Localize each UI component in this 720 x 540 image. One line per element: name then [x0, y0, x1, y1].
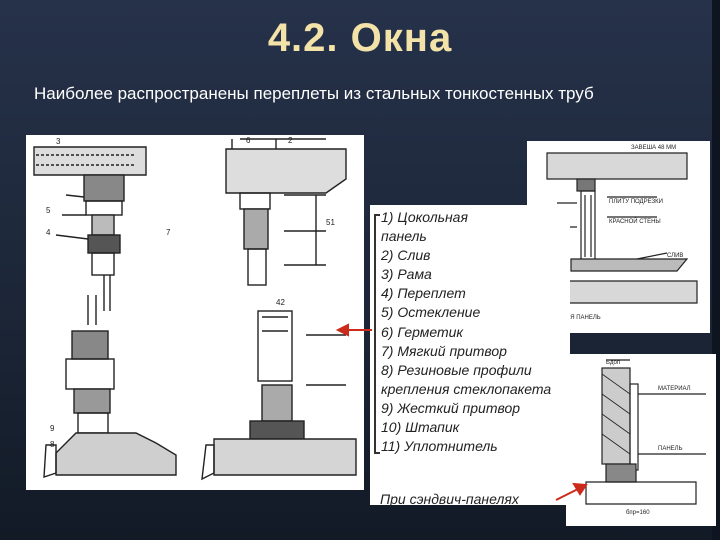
- legend-item: 10) Штапик: [381, 419, 460, 436]
- arrow-right-head: [572, 482, 588, 496]
- legend-item: 8) Резиновые профили: [381, 361, 532, 378]
- legend-list: 1) Цокольная панель 2) Слив 3) Рама 4) П…: [381, 208, 551, 456]
- svg-text:9: 9: [50, 424, 55, 433]
- svg-text:бпр=160: бпр=160: [626, 510, 650, 516]
- svg-text:6: 6: [246, 136, 251, 145]
- svg-text:Бдоп: Бдоп: [606, 360, 620, 366]
- svg-text:МАТЕРИАЛ: МАТЕРИАЛ: [658, 386, 691, 392]
- slide-subtitle: Наиболее распространены переплеты из ста…: [34, 84, 594, 103]
- legend-item: крепления стеклопакета: [381, 380, 552, 397]
- legend-item: панель: [381, 228, 427, 245]
- svg-text:51: 51: [326, 218, 335, 227]
- legend-item: 11) Уплотнитель: [381, 438, 498, 455]
- arrow-right-line: [555, 488, 579, 501]
- slide-title: 4.2. Окна: [267, 16, 453, 60]
- svg-text:ПАНЕЛЬ: ПАНЕЛЬ: [658, 446, 683, 452]
- svg-text:7: 7: [166, 228, 171, 237]
- legend-bracket: [374, 214, 380, 454]
- svg-text:3: 3: [56, 137, 61, 146]
- svg-text:4: 4: [46, 228, 51, 237]
- legend-item: 9) Жесткий притвор: [381, 399, 521, 416]
- legend-item: 6) Герметик: [381, 323, 464, 340]
- svg-text:42: 42: [276, 298, 285, 307]
- sandwich-caption: При сэндвич-панелях: [380, 491, 519, 507]
- svg-text:ЗАВЕША 48 ММ: ЗАВЕША 48 ММ: [631, 145, 676, 151]
- svg-text:ПЛИТУ ПОДРЕЗКИ: ПЛИТУ ПОДРЕЗКИ: [609, 199, 663, 205]
- legend-item: 1) Цокольная: [381, 209, 468, 225]
- svg-text:2: 2: [288, 136, 293, 145]
- svg-text:КРАСНОЙ СТЕНЫ: КРАСНОЙ СТЕНЫ: [609, 217, 661, 225]
- legend-item: 5) Остекление: [381, 304, 481, 321]
- window-section-drawing: 3 6 2 5 4 7 9 8 42 51: [26, 135, 364, 490]
- svg-text:8: 8: [50, 440, 55, 449]
- svg-text:5: 5: [46, 206, 51, 215]
- legend-item: 2) Слив: [381, 247, 431, 264]
- sandwich-panel-drawing: Бдоп МАТЕРИАЛ ПАНЕЛЬ бпр=160: [566, 354, 716, 526]
- legend-item: 4) Переплет: [381, 285, 466, 302]
- legend-item: 3) Рама: [381, 266, 432, 283]
- legend-item: 7) Мягкий притвор: [381, 342, 507, 359]
- legend-background: [370, 205, 570, 505]
- slide-edge: [712, 0, 720, 540]
- svg-text:СЛИВ: СЛИВ: [667, 253, 683, 259]
- arrow-left-head: [335, 323, 349, 337]
